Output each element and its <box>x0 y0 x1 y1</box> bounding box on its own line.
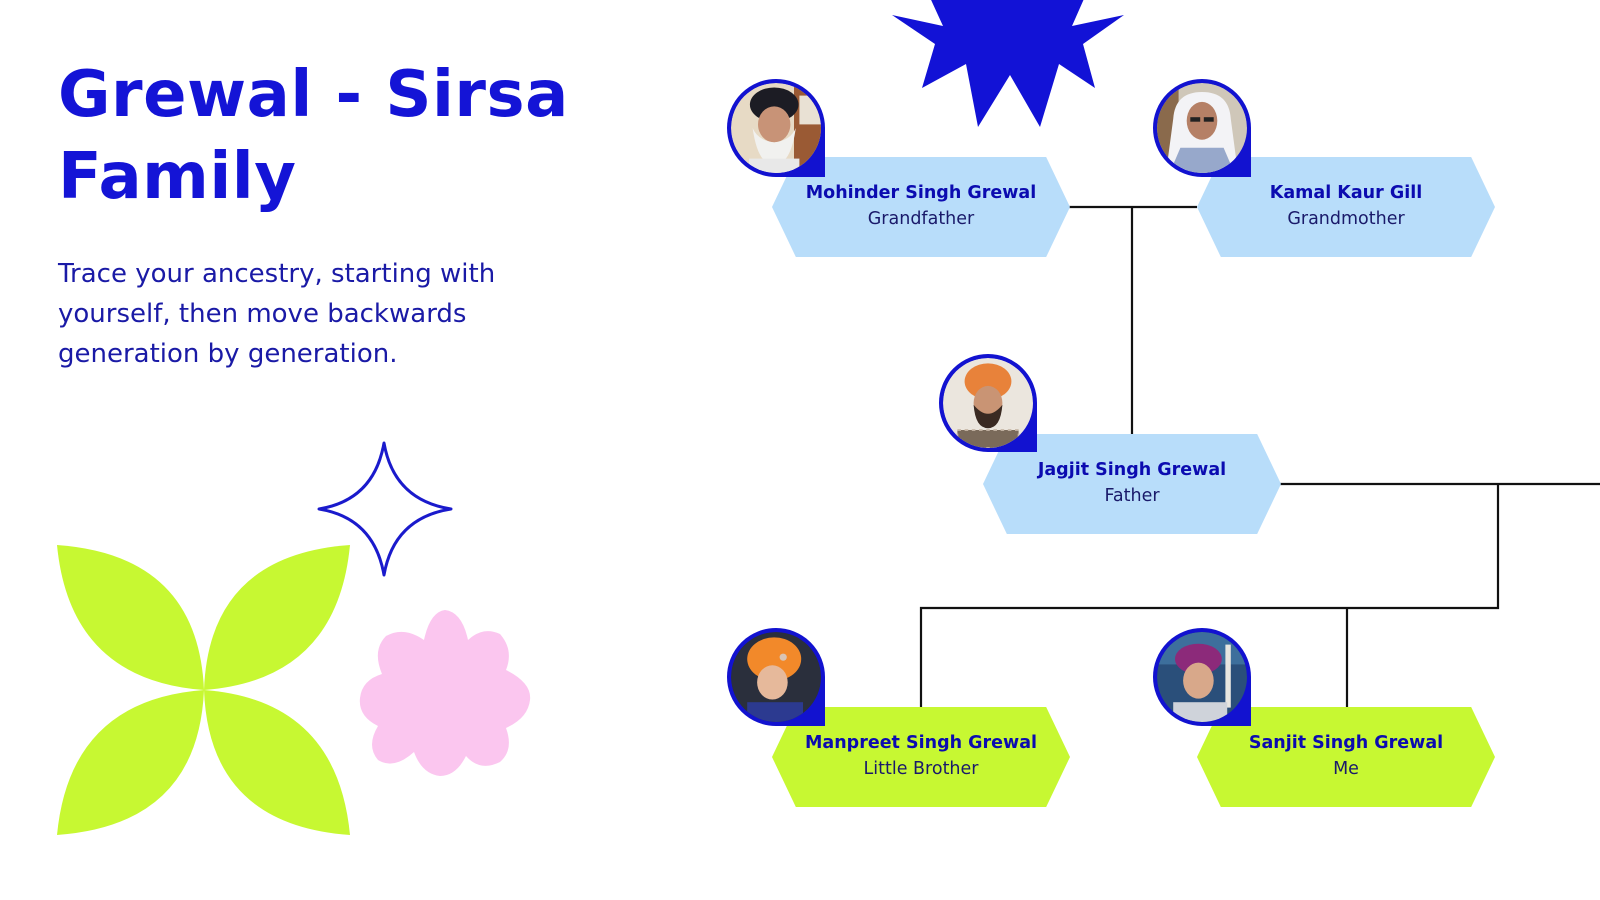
green-petal-flower-icon <box>57 545 350 835</box>
member-role: Me <box>1333 759 1359 779</box>
member-name: Jagjit Singh Grewal <box>1037 460 1227 480</box>
member-portrait-icon <box>727 79 825 177</box>
outline-sparkle-icon <box>317 441 453 577</box>
page-title: Grewal - Sirsa Family <box>58 58 569 214</box>
connector-lines <box>919 205 1600 708</box>
member-portrait-icon <box>1153 628 1251 726</box>
member-role: Grandfather <box>867 209 975 229</box>
member-name: Mohinder Singh Grewal <box>805 183 1037 203</box>
pink-star-flower-icon <box>359 610 531 776</box>
page-subtitle: Trace your ancestry, starting with yours… <box>58 259 496 369</box>
blue-starburst-icon <box>892 0 1124 127</box>
member-role: Little Brother <box>863 759 979 779</box>
member-portrait-icon <box>1153 79 1251 177</box>
member-name: Sanjit Singh Grewal <box>1248 733 1444 753</box>
member-name: Manpreet Singh Grewal <box>804 733 1037 753</box>
member-role: Father <box>1104 486 1160 506</box>
member-portrait-icon <box>727 628 825 726</box>
member-role: Grandmother <box>1287 209 1405 229</box>
member-portrait-icon <box>939 354 1037 452</box>
member-node-grandfather[interactable]: Mohinder Singh Grewal Grandfather <box>772 157 1070 257</box>
member-name: Kamal Kaur Gill <box>1269 183 1423 203</box>
